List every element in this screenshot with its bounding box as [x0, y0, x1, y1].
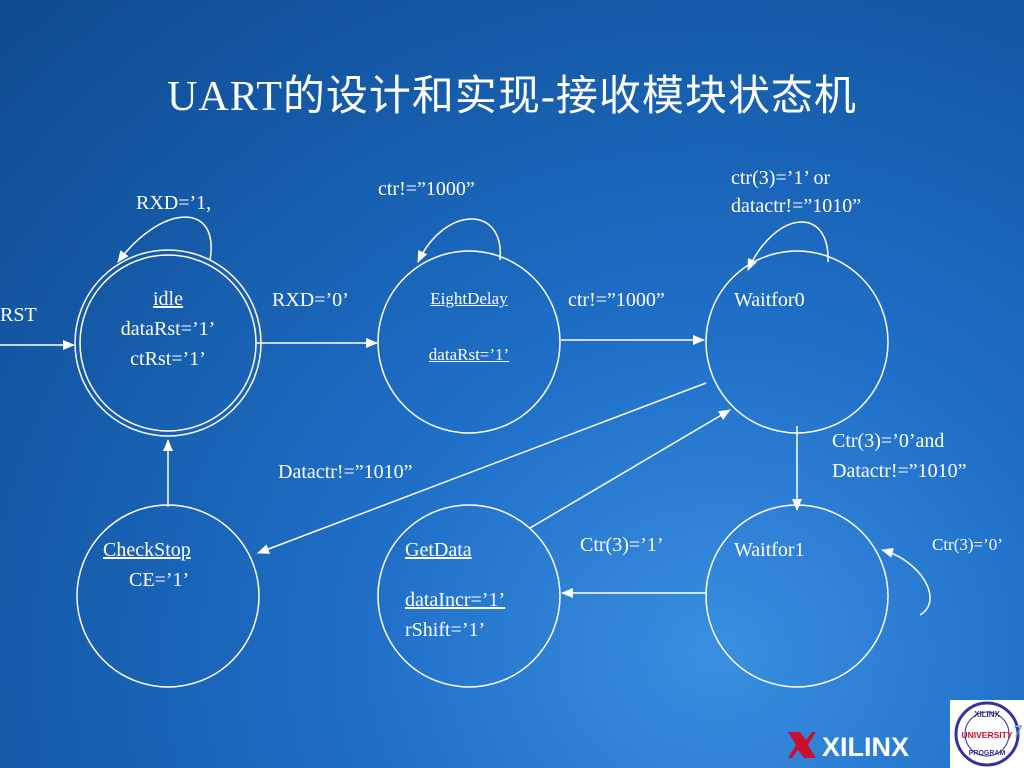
label-waitfor0-to-waitfor1-line2: Datactr!=”1010” — [832, 460, 967, 482]
arrow-idle-self — [117, 216, 212, 263]
state-checkstop-output-1: CE=’1’ — [129, 569, 190, 591]
label-waitfor0-to-checkstop: Datactr!=”1010” — [278, 461, 413, 483]
arrow-waitfor0-to-checkstop — [257, 382, 707, 554]
slide-number: 7 — [1014, 723, 1022, 740]
arrow-getdata-to-waitfor0 — [529, 409, 731, 529]
state-waitfor0 — [705, 250, 889, 434]
state-checkstop — [76, 504, 260, 688]
state-getdata-name: GetData — [405, 539, 472, 561]
label-waitfor0-self-line2: datactr!=”1010” — [731, 195, 862, 217]
state-idle-output-1: dataRst=’1’ — [120, 318, 216, 340]
arrow-waitfor0-self — [747, 221, 829, 271]
label-eightdelay-self: ctr!=”1000” — [378, 178, 475, 200]
state-waitfor0-name: Waitfor0 — [734, 289, 805, 311]
label-idle-to-eightdelay: RXD=’0’ — [272, 289, 349, 311]
state-eightdelay-output-1: dataRst=’1’ — [428, 345, 510, 364]
state-getdata-text: GetData dataIncr=’1’ rShift=’1’ — [405, 535, 505, 645]
state-waitfor1 — [705, 504, 889, 688]
state-eightdelay-text: EightDelay dataRst=’1’ — [390, 284, 548, 370]
state-checkstop-name: CheckStop — [103, 539, 191, 561]
state-eightdelay-name: EightDelay — [430, 289, 508, 308]
state-idle-output-2: ctRst=’1’ — [130, 348, 206, 370]
university-program-seal: XILINX UNIVERSITY PROGRAM 7 — [950, 700, 1024, 768]
seal-middle-text: UNIVERSITY — [961, 730, 1012, 740]
arrow-eightdelay-self — [417, 218, 501, 263]
state-idle-name: idle — [153, 288, 183, 310]
state-getdata — [377, 504, 561, 688]
label-waitfor0-self-line1: ctr(3)=’1’ or — [731, 167, 831, 189]
label-waitfor0-to-waitfor1: Ctr(3)=’0’and Datactr!=”1010” — [832, 426, 967, 486]
label-eightdelay-to-waitfor0: ctr!=”1000” — [568, 289, 665, 311]
state-waitfor1-name: Waitfor1 — [734, 539, 805, 561]
seal-top-text: XILINX — [974, 710, 1000, 719]
label-waitfor1-to-getdata: Ctr(3)=’1’ — [580, 534, 664, 556]
state-eightdelay — [377, 250, 561, 434]
label-waitfor0-self: ctr(3)=’1’ or datactr!=”1010” — [731, 164, 861, 220]
state-getdata-output-2: rShift=’1’ — [405, 619, 486, 641]
reset-label: RST — [0, 304, 37, 326]
state-getdata-output-1: dataIncr=’1’ — [405, 589, 506, 611]
label-waitfor1-self: Ctr(3)=’0’ — [932, 535, 1003, 554]
state-checkstop-text: CheckStop CE=’1’ — [103, 535, 191, 595]
xilinx-logo: XILINX — [788, 732, 909, 762]
state-idle-text: idle dataRst=’1’ ctRst=’1’ — [88, 284, 248, 374]
arrow-waitfor1-self — [881, 547, 931, 616]
xilinx-logo-text: XILINX — [822, 732, 909, 762]
label-waitfor0-to-waitfor1-line1: Ctr(3)=’0’and — [832, 430, 945, 452]
slide-title: UART的设计和实现-接收模块状态机 — [167, 74, 857, 120]
label-idle-self: RXD=’1, — [136, 192, 212, 214]
seal-bottom-text: PROGRAM — [969, 750, 1006, 757]
